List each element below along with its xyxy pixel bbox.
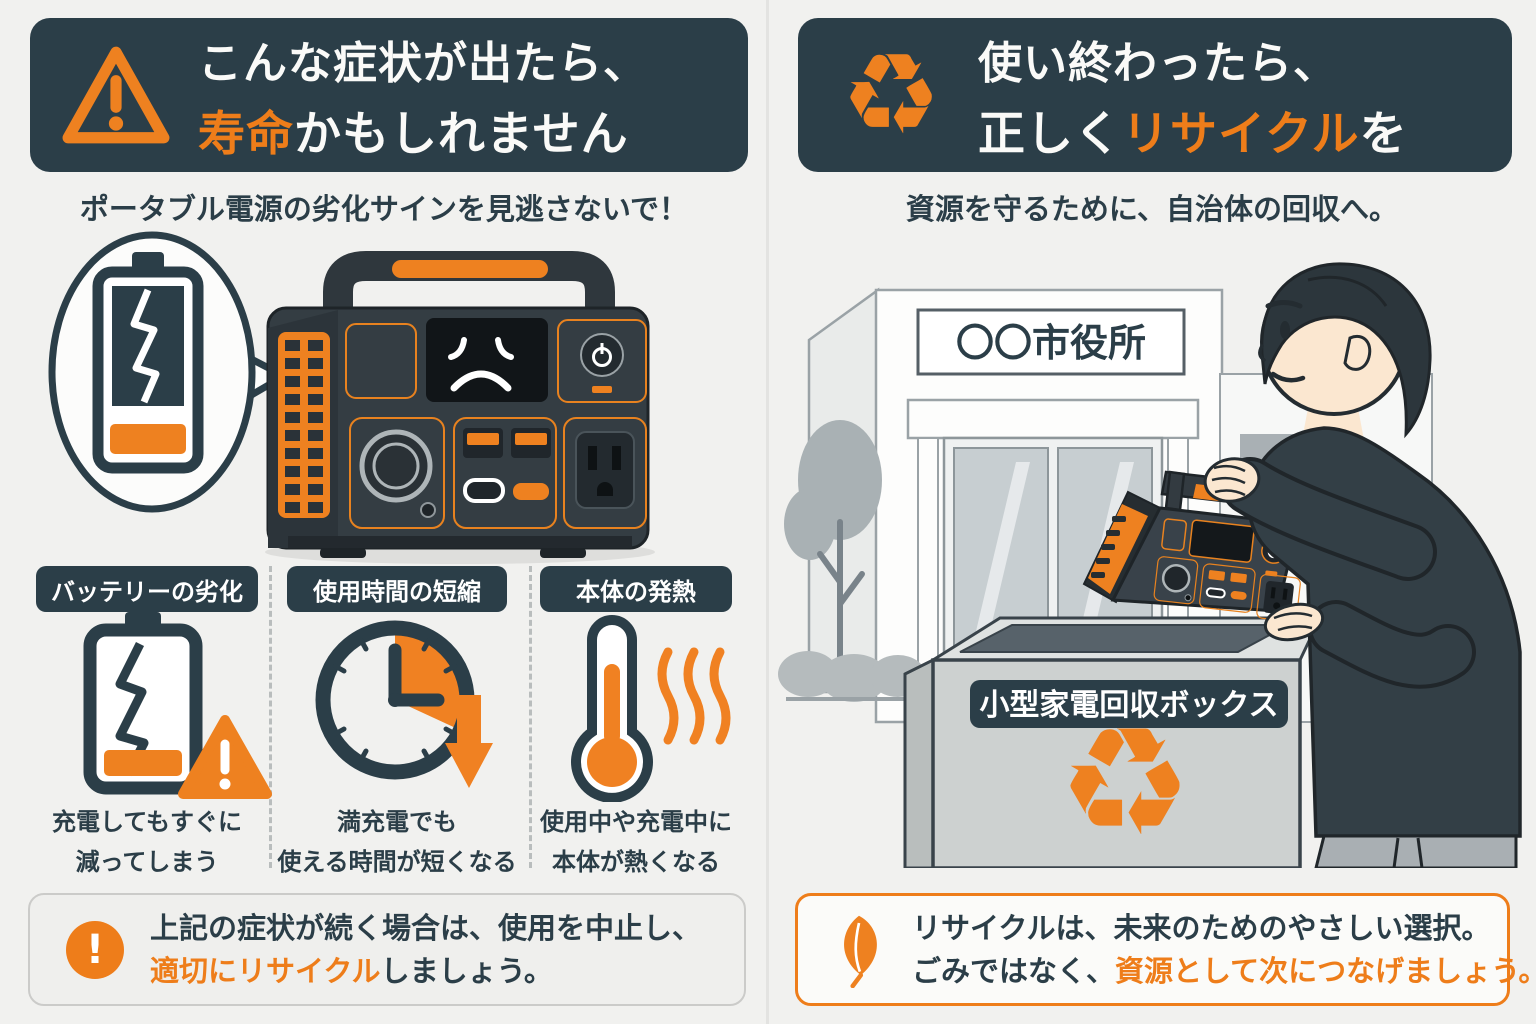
left-header-keyword: 寿命 [198,106,294,162]
cracked-battery-alert-icon [83,612,272,799]
column-divider [766,0,769,1024]
cracked-battery-icon [92,252,204,474]
alert-circle-icon: ! [66,920,124,979]
desc-line: 充電してもすぐに [51,808,243,836]
svg-text:〇〇市役所: 〇〇市役所 [956,321,1146,365]
clock-decrease-icon [315,620,493,788]
right-notice-text: リサイクルは、未来のためのやさしい選択。 ごみではなく、資源として次につなげまし… [912,907,1536,993]
handle-grip [392,260,548,278]
column-dashed-divider [269,566,272,868]
dc-port [349,417,445,529]
collection-box: 小型家電回収ボックス ♻ [903,616,1323,868]
left-header-banner: こんな症状が出たら、 寿命かもしれません [30,18,748,172]
desc-line: 使える時間が短くなる [277,848,517,876]
left-notice-line1: 上記の症状が続く場合は、使用を中止し、 [150,910,702,945]
right-header-line1: 使い終わったら、 [978,37,1338,89]
trees [778,420,926,702]
right-notice-box: リサイクルは、未来のためのやさしい選択。 ごみではなく、資源として次につなげまし… [795,893,1536,1006]
right-header-line2-post: を [1359,106,1408,162]
left-header-line1: こんな症状が出たら、 [198,37,648,89]
right-hand [1263,602,1325,642]
desc-line: 本体が熱くなる [552,848,720,876]
display-sad-face [426,318,548,402]
right-header-line2-pre: 正しく [978,106,1122,162]
thermometer-heat-icon [571,615,731,802]
right-notice-line2-pre: ごみではなく、 [912,953,1116,988]
canopy [906,398,1200,440]
building-sign: 〇〇市役所 [916,308,1186,376]
warning-triangle-icon [62,46,170,144]
symptom-desc-runtime: 満充電でも 使える時間が短くなる [272,802,522,882]
symptom-badge-heat: 本体の発熱 [540,566,732,612]
power-button [557,319,647,403]
left-notice-box: ! 上記の症状が続く場合は、使用を中止し、 適切にリサイクルしましょう。 [28,893,746,1006]
eye [1280,321,1290,339]
desc-line: 満充電でも [337,808,457,836]
vent-slots [285,340,323,513]
pants [1314,834,1518,868]
symptom-badge-runtime: 使用時間の短縮 [287,566,507,612]
left-hand [1203,457,1261,503]
desc-line: 使用中や充電中に [540,808,732,836]
right-header-line2: 正しくリサイクルを [978,95,1408,164]
left-header-line2: 寿命かもしれません [198,95,648,164]
usb-ports [453,417,557,529]
power-station [266,251,650,558]
recycle-scene-illustration: 〇〇市役所 [778,262,1522,868]
svg-text:小型家電回収ボックス: 小型家電回収ボックス [979,688,1278,723]
column-dashed-divider [529,566,532,868]
desc-line: 減ってしまう [75,848,219,876]
right-notice-line2: ごみではなく、資源として次につなげましょう。 [912,950,1536,993]
right-subtitle: 資源を守るために、自治体の回収へ。 [905,192,1399,226]
symptom-desc-battery: 充電してもすぐに 減ってしまう [22,802,272,882]
right-header-keyword: リサイクル [1122,106,1360,162]
degraded-power-station-illustration [48,231,655,564]
left-subtitle: ポータブル電源の劣化サインを見逃さないで！ [79,192,689,226]
right-notice-keyword: 資源として次につなげましょう。 [1115,953,1536,988]
recycle-symbol: ♻ [1058,696,1192,868]
ear [1343,335,1372,371]
speech-bubble [48,231,288,513]
right-header-banner: ♻ 使い終わったら、 正しくリサイクルを [798,18,1512,172]
symptom-icons [83,612,731,802]
right-notice-line1: リサイクルは、未来のためのやさしい選択。 [912,910,1491,945]
left-notice-text: 上記の症状が続く場合は、使用を中止し、 適切にリサイクルしましょう。 [150,907,701,993]
smile [1270,371,1306,383]
left-notice-line2: 適切にリサイクルしましょう。 [150,950,701,993]
left-header-line2-rest: かもしれません [294,106,629,162]
box-label: 小型家電回収ボックス [970,680,1288,728]
left-notice-keyword: 適切にリサイクル [150,953,381,988]
person [1203,262,1522,868]
recycle-icon: ♻ [840,30,942,160]
ac-outlet [563,417,647,529]
symptom-badge-battery: バッテリーの劣化 [36,566,258,612]
symptom-desc-heat: 使用中や充電中に 本体が熱くなる [511,802,761,882]
leaf-icon [844,915,877,988]
left-notice-line2-rest: しましょう。 [380,953,553,988]
